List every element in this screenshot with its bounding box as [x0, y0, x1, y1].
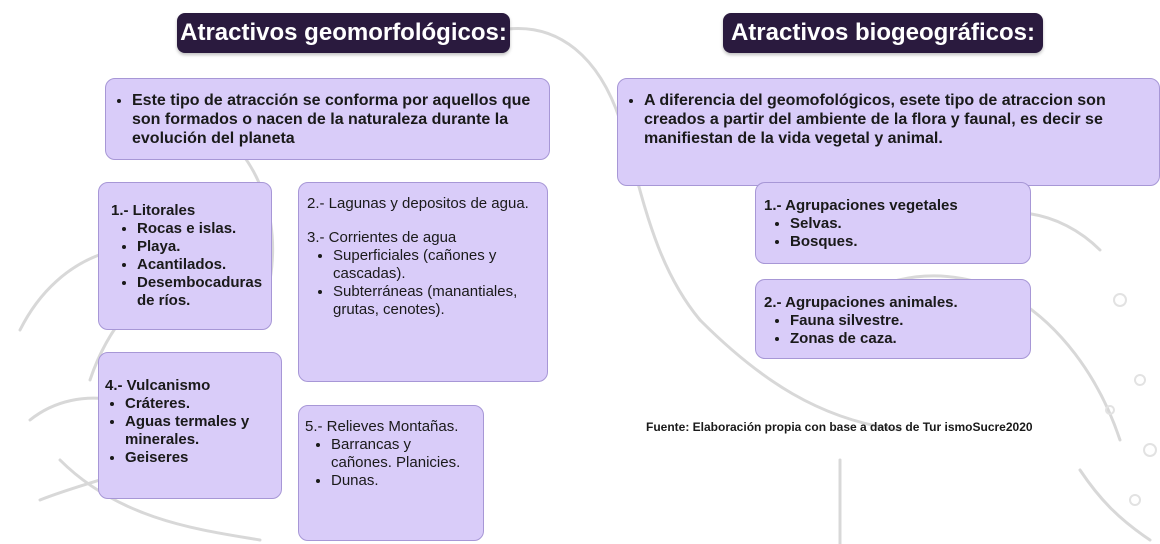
- left-title: Atractivos geomorfológicos:: [177, 13, 510, 53]
- vegetales-heading: 1.- Agrupaciones vegetales: [764, 197, 958, 214]
- relieves-heading: 5.- Relieves Montañas.: [305, 418, 459, 435]
- right-intro-box: A diferencia del geomofológicos, esete t…: [617, 78, 1160, 186]
- lagunas-heading: 2.- Lagunas y depositos de agua.: [307, 195, 529, 212]
- animales-heading: 2.- Agrupaciones animales.: [764, 294, 958, 311]
- left-title-text: Atractivos geomorfológicos:: [180, 19, 507, 46]
- vegetales-box: 1.- Agrupaciones vegetales Selvas. Bosqu…: [755, 182, 1031, 264]
- list-item: Aguas termales y minerales.: [125, 413, 275, 449]
- list-item: Fauna silvestre.: [790, 312, 1022, 330]
- litorales-box: 1.- Litorales Rocas e islas. Playa. Acan…: [98, 182, 272, 330]
- list-item: Dunas.: [331, 472, 475, 490]
- list-item: Cráteres.: [125, 395, 275, 413]
- animales-box: 2.- Agrupaciones animales. Fauna silvest…: [755, 279, 1031, 359]
- list-item: Acantilados.: [137, 256, 263, 274]
- litorales-heading: 1.- Litorales: [111, 202, 196, 219]
- left-intro-box: Este tipo de atracción se conforma por a…: [105, 78, 550, 160]
- list-item: Subterráneas (manantiales, grutas, cenot…: [333, 283, 537, 319]
- left-intro-text: Este tipo de atracción se conforma por a…: [132, 91, 535, 148]
- right-intro-text: A diferencia del geomofológicos, esete t…: [644, 91, 1149, 148]
- lagunas-corrientes-box: 2.- Lagunas y depositos de agua. 3.- Cor…: [298, 182, 548, 382]
- list-item: Rocas e islas.: [137, 220, 263, 238]
- list-item: Superficiales (cañones y cascadas).: [333, 247, 537, 283]
- vulcanismo-heading: 4.- Vulcanismo: [105, 377, 211, 394]
- right-title: Atractivos biogeográficos:: [723, 13, 1043, 53]
- list-item: Geiseres: [125, 449, 275, 467]
- list-item: Bosques.: [790, 233, 1022, 251]
- list-item: Desembocaduras de ríos.: [137, 274, 263, 310]
- list-item: Barrancas y cañones. Planicies.: [331, 436, 475, 472]
- list-item: Selvas.: [790, 215, 1022, 233]
- corrientes-heading: 3.- Corrientes de agua: [307, 229, 457, 246]
- source-note: Fuente: Elaboración propia con base a da…: [646, 420, 1033, 434]
- list-item: Zonas de caza.: [790, 330, 1022, 348]
- list-item: Playa.: [137, 238, 263, 256]
- relieves-box: 5.- Relieves Montañas. Barrancas y cañon…: [298, 405, 484, 541]
- right-title-text: Atractivos biogeográficos:: [730, 19, 1036, 46]
- vulcanismo-box: 4.- Vulcanismo Cráteres. Aguas termales …: [98, 352, 282, 499]
